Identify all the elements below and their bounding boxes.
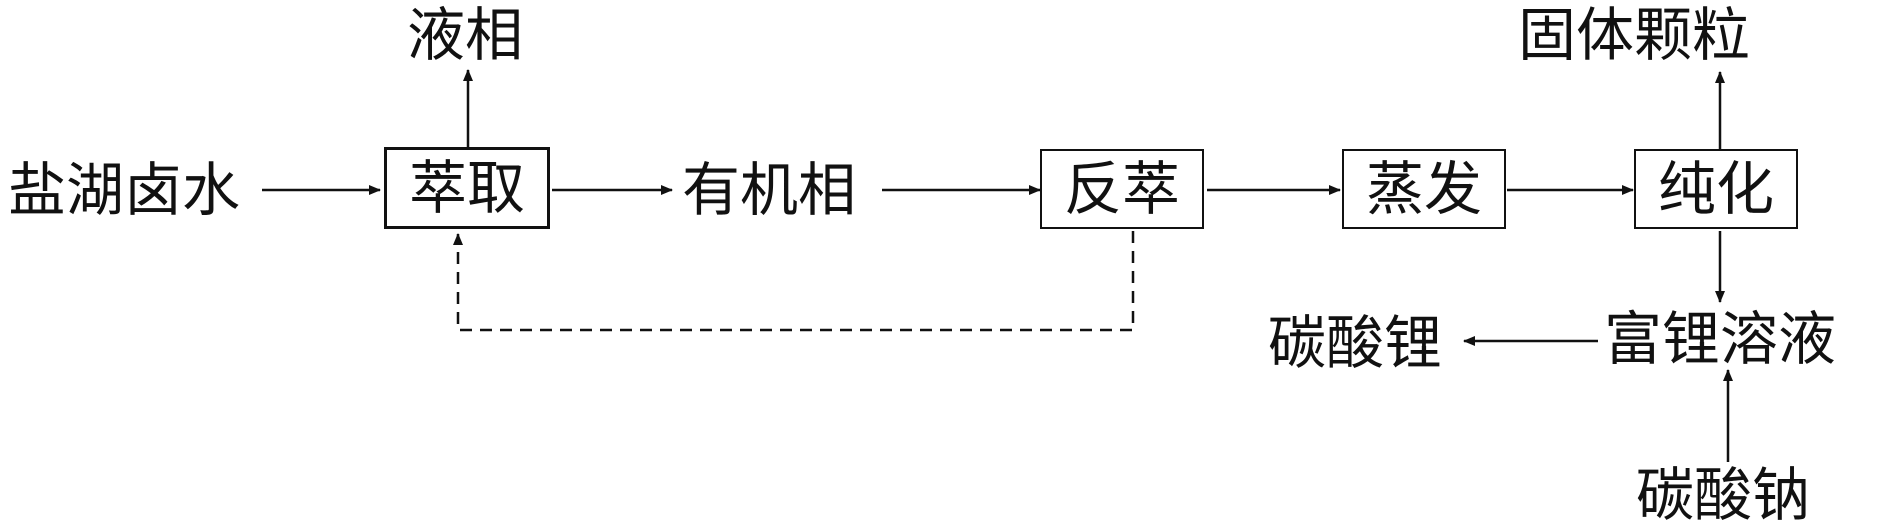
solid-particles-label: 固体颗粒 xyxy=(1518,1,1751,69)
sodium-carbonate-label: 碳酸钠 xyxy=(1636,461,1811,529)
back-extraction-box: 反萃 xyxy=(1040,149,1204,229)
evaporation-box: 蒸发 xyxy=(1342,149,1506,229)
dashed-recycle-path xyxy=(453,231,1135,332)
extraction-box: 萃取 xyxy=(384,147,550,229)
organic-phase-label: 有机相 xyxy=(682,156,857,224)
liquid-phase-label: 液相 xyxy=(407,1,524,69)
brine-label: 盐湖卤水 xyxy=(8,156,241,224)
purification-box: 纯化 xyxy=(1634,149,1798,229)
lithium-rich-solution-label: 富锂溶液 xyxy=(1604,305,1837,373)
lithium-carbonate-label: 碳酸锂 xyxy=(1268,309,1443,377)
